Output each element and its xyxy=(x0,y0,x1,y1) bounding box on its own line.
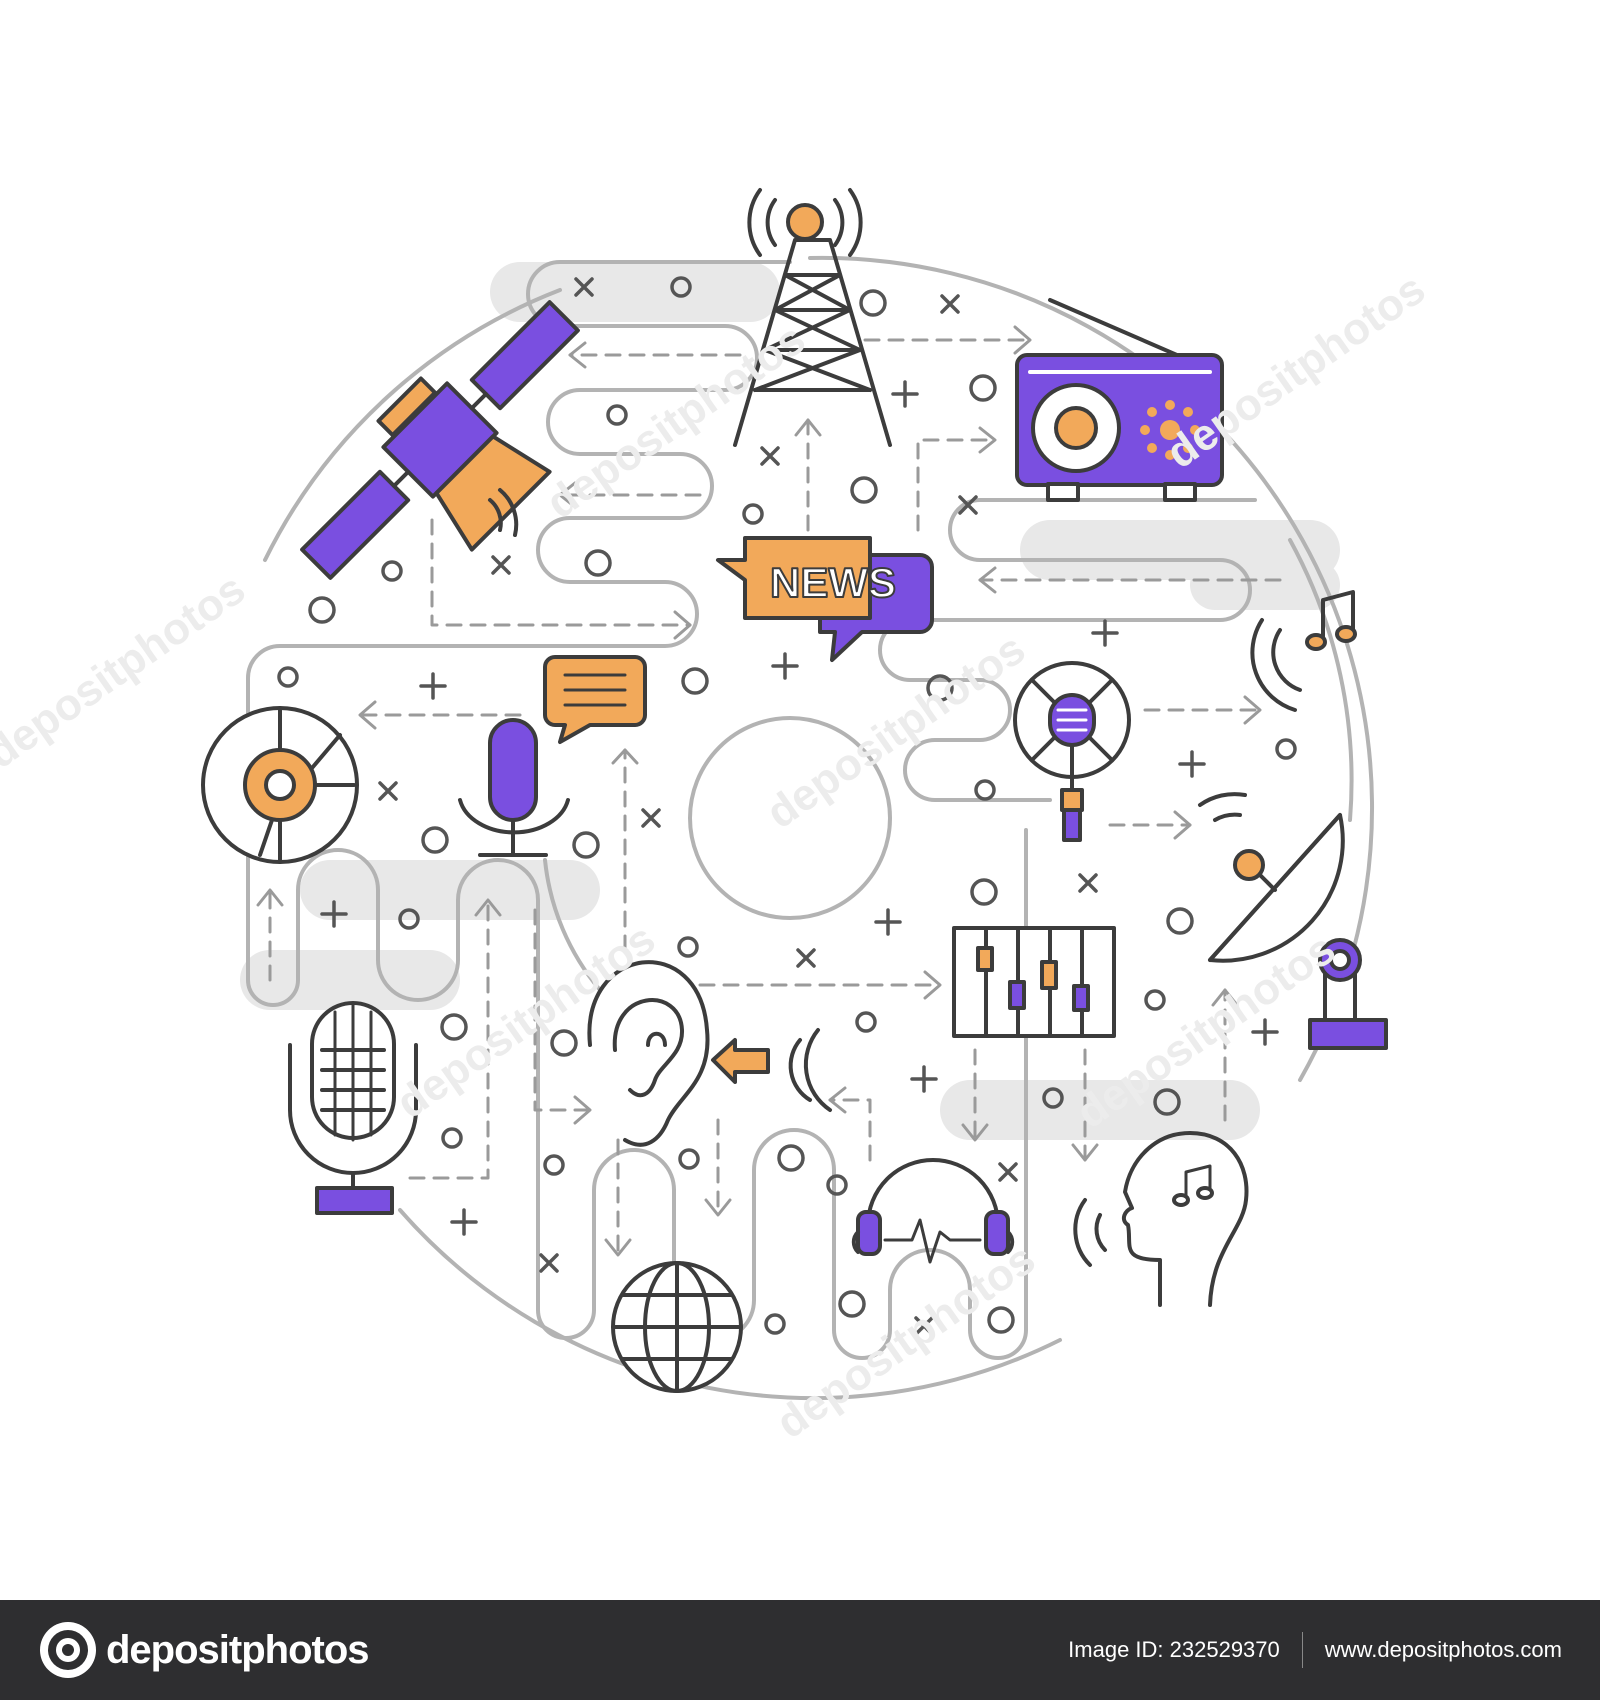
satellite-icon xyxy=(300,300,580,580)
meta-divider xyxy=(1301,1632,1303,1668)
music-note-icon xyxy=(1250,590,1357,712)
news-bubble-icon: NEWS xyxy=(716,536,934,662)
arrowheads xyxy=(256,325,1262,1257)
brand[interactable]: depositphotos xyxy=(40,1622,370,1678)
website-link[interactable]: www.depositphotos.com xyxy=(1324,1637,1562,1662)
news-label: NEWS xyxy=(770,559,896,606)
decor-pluses xyxy=(320,380,1279,1236)
decor-circles xyxy=(277,276,1297,1335)
dashed-arrows xyxy=(268,338,1282,1257)
image-id: Image ID: 232529370 xyxy=(1068,1637,1280,1662)
stock-footer-bar: depositphotos Image ID: 232529370 www.de… xyxy=(0,1600,1600,1700)
watermark-text: depositphotos xyxy=(388,914,664,1128)
singing-head-icon xyxy=(1073,1131,1249,1307)
winding-paths xyxy=(246,260,1354,1360)
chat-bubble-icon xyxy=(543,655,647,744)
camera-logo-icon xyxy=(40,1622,96,1678)
satellite-dish-icon xyxy=(1198,792,1388,1050)
orange-arrow-icon xyxy=(711,1028,832,1112)
vinyl-disc-icon xyxy=(201,706,359,864)
watermarks: depositphotos depositphotos depositphoto… xyxy=(0,264,1434,1448)
mixer-console-icon xyxy=(952,926,1116,1038)
desk-microphone-icon xyxy=(458,718,570,857)
portable-radio-icon xyxy=(1015,298,1224,502)
watermark-text: depositphotos xyxy=(768,1234,1044,1448)
image-meta: Image ID: 232529370 www.depositphotos.co… xyxy=(1068,1632,1562,1668)
studio-microphone-icon xyxy=(1013,661,1131,842)
radio-broadcast-illustration: NEWS xyxy=(0,188,1434,1448)
retro-microphone-icon xyxy=(288,1001,418,1215)
center-ring xyxy=(688,716,892,920)
ear-icon xyxy=(587,960,710,1147)
outer-circle xyxy=(263,255,1375,1400)
brand-name: depositphotos xyxy=(106,1627,370,1672)
decor-crosses xyxy=(378,277,1098,1336)
radio-tower-icon xyxy=(733,188,892,447)
headphones-icon xyxy=(851,1158,1015,1264)
watermark-text: depositphotos xyxy=(758,624,1034,838)
globe-icon xyxy=(611,1261,743,1393)
